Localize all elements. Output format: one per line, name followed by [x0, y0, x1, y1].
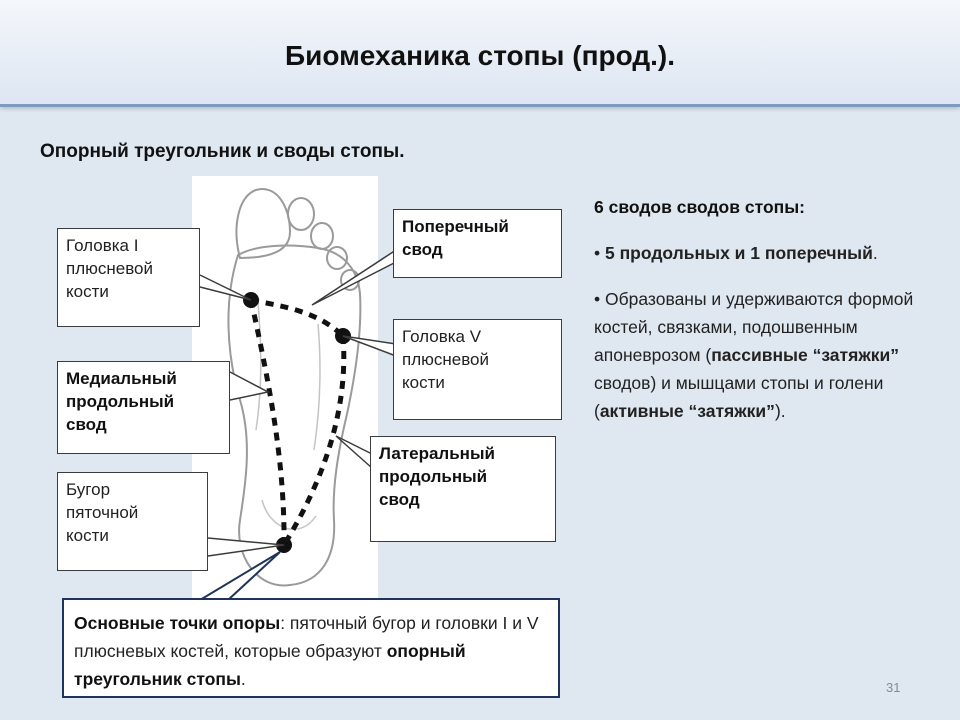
label-heel-line1: Бугор	[66, 480, 111, 499]
label-lateral-line2: продольный	[379, 466, 488, 486]
label-heel-line3: кости	[66, 525, 109, 545]
slide-title: Биомеханика стопы (прод.).	[285, 40, 675, 71]
label-head-i-line2: плюсневой	[66, 258, 154, 278]
medial-arch-line	[248, 299, 287, 546]
page-number: 31	[886, 680, 901, 695]
label-head-v-line1: Головка V	[402, 327, 482, 346]
summary-bold-1: Основные точки опоры	[74, 613, 281, 633]
arches-heading: 6 сводов сводов стопы:	[594, 197, 805, 217]
bullet-1-end: .	[872, 243, 878, 263]
pointer-head-v	[342, 335, 397, 357]
pointer-transverse	[311, 249, 397, 306]
transverse-arch-line	[250, 297, 345, 338]
label-lateral-line1: Латеральный	[379, 444, 495, 463]
bullet-2-b: сводов) и мышцами стопы и голени (	[594, 373, 884, 421]
heel-hint	[261, 499, 317, 531]
bullet-2-bold-2: активные “затяжки”	[599, 401, 775, 421]
bullet-formation: • Образованы и удерживаются формой косте…	[594, 289, 914, 421]
label-medial-arch: Медиальный продольный свод	[57, 361, 230, 454]
bullet-2-a: Образованы и удерживаются формой костей,…	[594, 289, 914, 365]
label-head-v-line3: кости	[402, 372, 445, 392]
lateral-arch-line	[281, 335, 347, 547]
bullet-arch-count: • 5 продольных и 1 поперечный.	[594, 243, 878, 263]
label-medial-line2: продольный	[66, 391, 175, 411]
summary-text-1: : пяточный бугор и головки I и V плюснев…	[74, 613, 539, 661]
pointer-medial	[229, 371, 271, 401]
label-transverse-line2: свод	[402, 239, 443, 259]
toe-2-outline	[287, 197, 315, 231]
label-transverse-line1: Поперечный	[402, 217, 509, 236]
label-head-v: Головка V плюсневой кости	[393, 319, 562, 420]
pointer-head-i	[199, 274, 252, 301]
title-bar: Биомеханика стопы (прод.).	[0, 0, 960, 107]
label-transverse-arch: Поперечный свод	[393, 209, 562, 278]
summary-text-2: .	[240, 669, 246, 689]
bullet-2-bold-1: пассивные “затяжки”	[711, 345, 899, 365]
label-lateral-arch: Латеральный продольный свод	[370, 436, 556, 542]
label-head-i-line3: кости	[66, 281, 109, 301]
label-head-v-line2: плюсневой	[402, 349, 490, 369]
label-medial-line3: свод	[66, 414, 107, 434]
slide-subtitle: Опорный треугольник и своды стопы.	[40, 141, 405, 162]
label-head-i: Головка I плюсневой кости	[57, 228, 200, 327]
label-head-i-line1: Головка I	[66, 236, 139, 255]
label-heel-line2: пяточной	[66, 502, 139, 522]
bullet-2-c: ).	[774, 401, 786, 421]
bullet-1-bold: 5 продольных и 1 поперечный	[605, 243, 873, 263]
label-heel-tubercle: Бугор пяточной кости	[57, 472, 208, 571]
big-toe-outline	[235, 188, 292, 260]
summary-bold-2: опорный треугольник стопы	[74, 641, 466, 689]
toe-4-outline	[326, 246, 348, 270]
metatarsal-hint-1	[255, 301, 262, 431]
toe-3-outline	[310, 222, 334, 250]
pointer-heel	[207, 537, 285, 557]
metatarsal-hint-2	[313, 323, 321, 451]
label-lateral-line3: свод	[379, 489, 420, 509]
pointer-lateral	[335, 435, 373, 469]
right-text-block: 6 сводов сводов стопы: • 5 продольных и …	[594, 193, 934, 425]
pointer-summary	[199, 551, 281, 601]
summary-box: Основные точки опоры: пяточный бугор и г…	[62, 598, 560, 698]
label-medial-line1: Медиальный	[66, 369, 177, 388]
